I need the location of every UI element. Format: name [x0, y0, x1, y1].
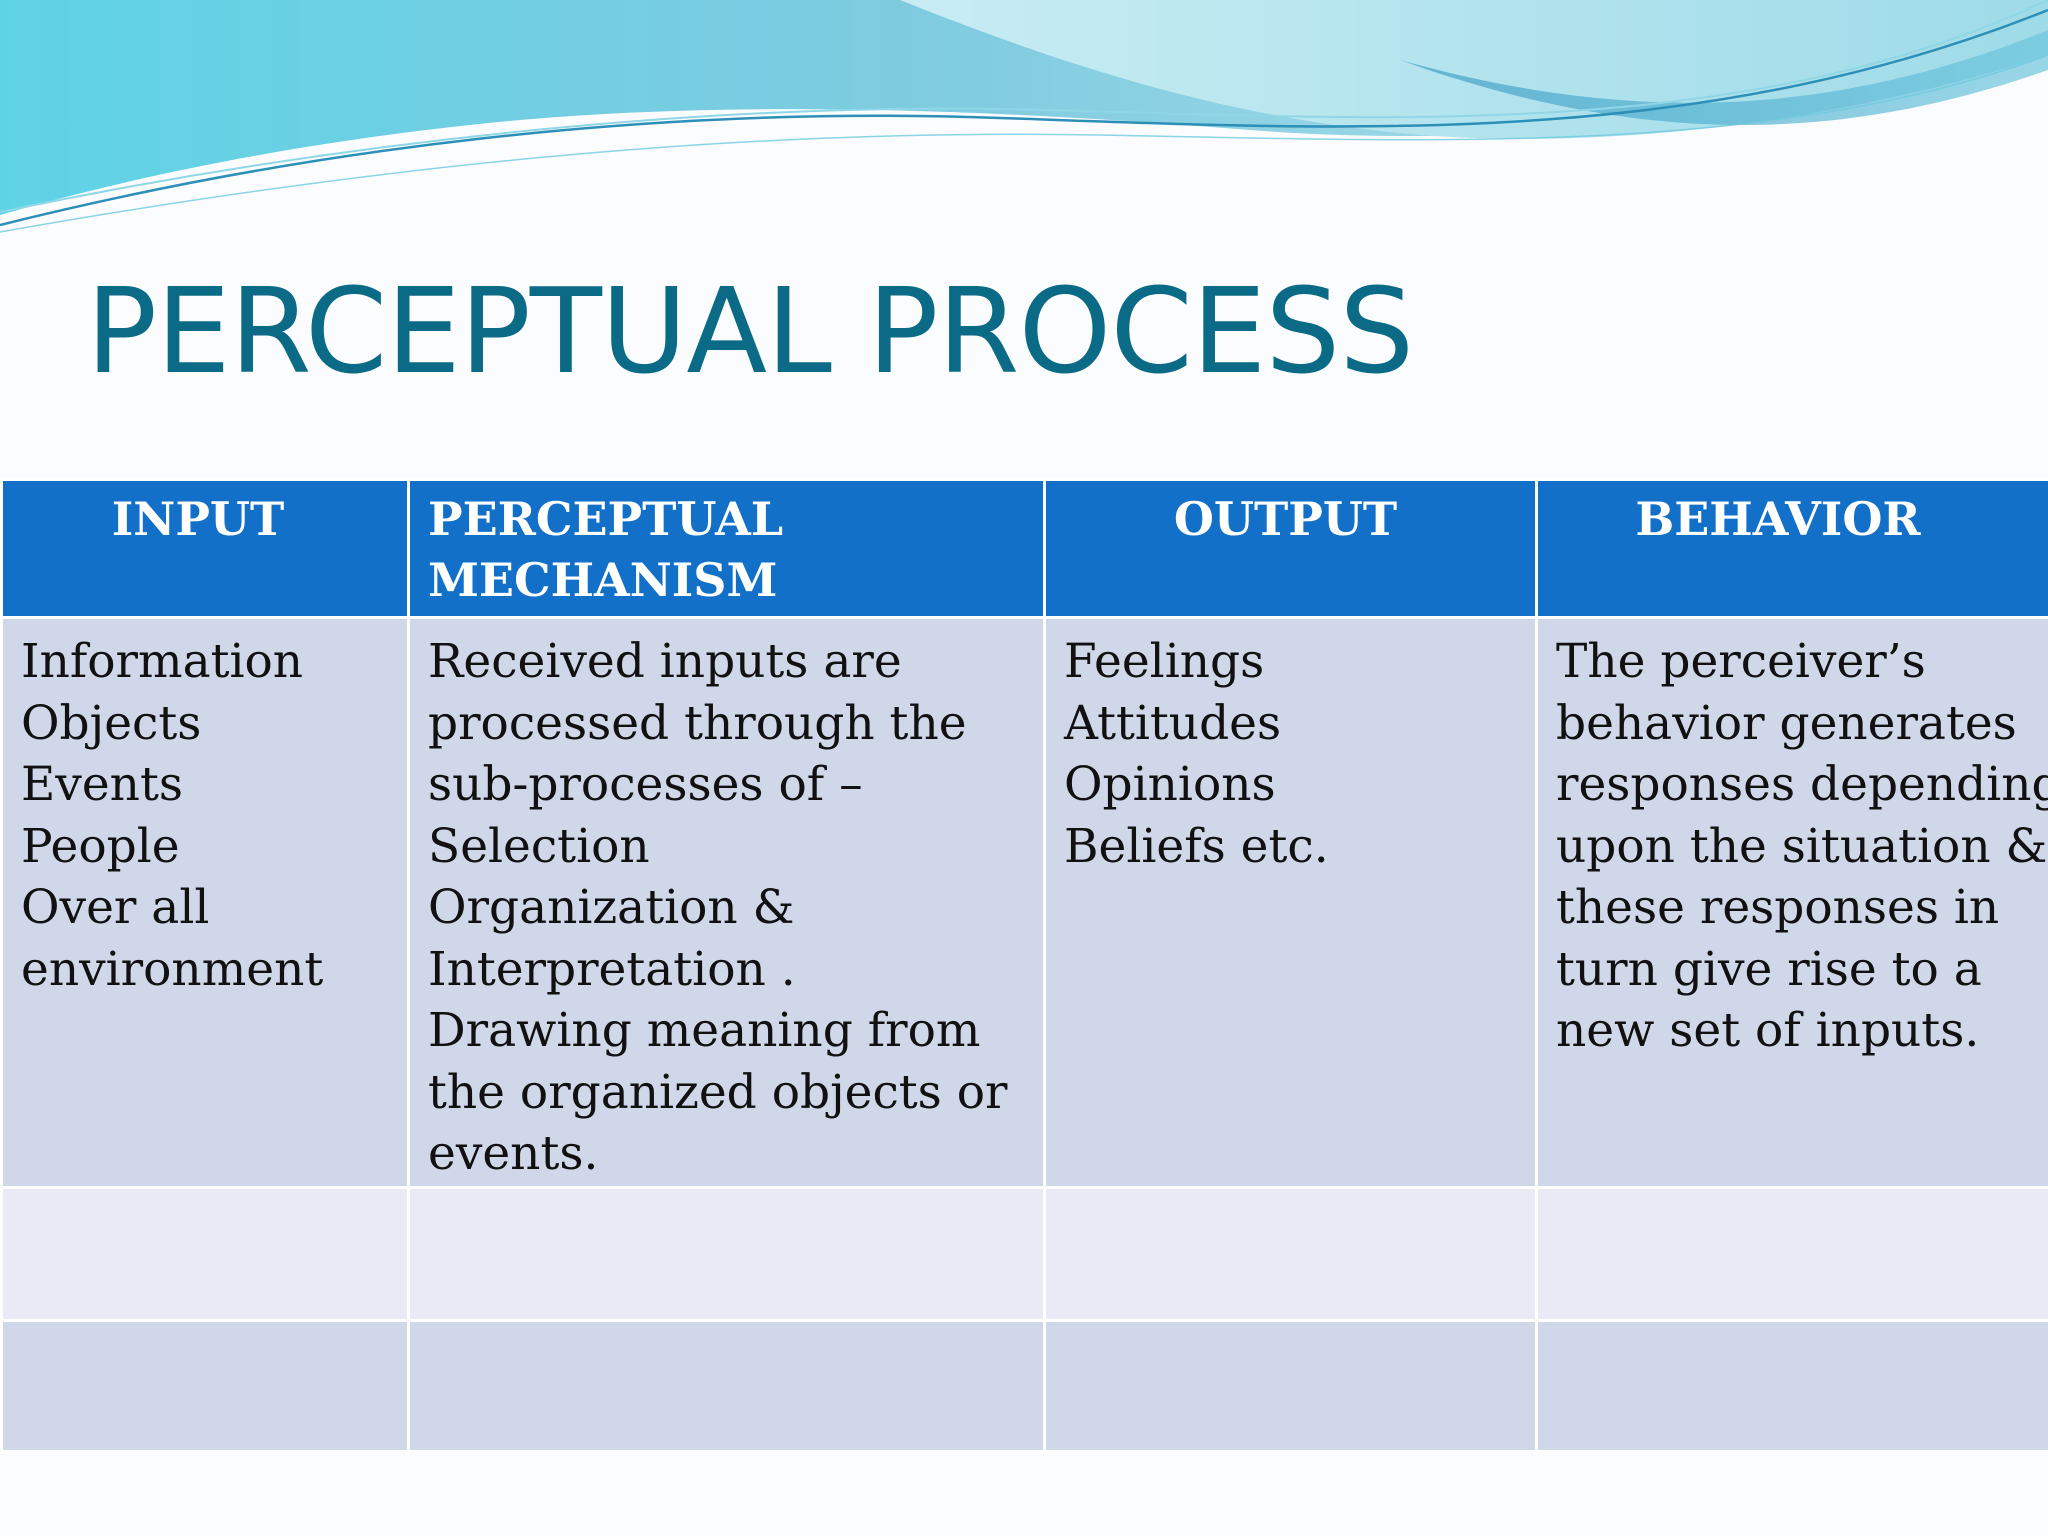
header-behavior: BEHAVIOR	[1535, 478, 2048, 619]
input-item: Events	[21, 757, 183, 812]
output-item: Beliefs etc.	[1064, 818, 1329, 874]
empty-cell	[1535, 1319, 2048, 1453]
perceptual-process-table: INPUT PERCEPTUAL MECHANISM OUTPUT BEHAVI…	[0, 478, 2048, 1453]
behavior-line: these responses in	[1556, 880, 2000, 935]
mechanism-line: Interpretation .	[428, 941, 796, 997]
cell-output: Feelings Attitudes Opinions Beliefs etc.	[1043, 616, 1538, 1189]
behavior-line: upon the situation &	[1556, 818, 2048, 874]
header-input: INPUT	[0, 478, 410, 619]
header-perceptual-mechanism: PERCEPTUAL MECHANISM	[407, 478, 1046, 619]
input-list: Information Objects Events People Over a…	[21, 631, 407, 1000]
decorative-wave-header	[0, 0, 2048, 233]
mechanism-line: Received inputs are	[428, 634, 902, 689]
cell-perceptual-mechanism: Received inputs are processed through th…	[407, 616, 1046, 1189]
empty-cell	[1043, 1186, 1538, 1322]
behavior-line: The perceiver’s	[1556, 634, 1926, 689]
output-item: Feelings	[1064, 634, 1265, 689]
behavior-text: The perceiver’s behavior generates respo…	[1556, 631, 2048, 1062]
behavior-line: responses depending	[1556, 757, 2048, 812]
empty-cell	[1043, 1319, 1538, 1453]
input-item: Objects	[21, 695, 202, 751]
output-item: Attitudes	[1064, 695, 1282, 751]
output-list: Feelings Attitudes Opinions Beliefs etc.	[1064, 631, 1535, 877]
header-mechanism-line-1: PERCEPTUAL	[428, 492, 784, 546]
mechanism-line: sub-processes of –	[428, 757, 863, 812]
wave-line-2	[0, 0, 2048, 213]
table-row-empty	[0, 1186, 2048, 1322]
empty-cell	[407, 1186, 1046, 1322]
header-mechanism-line-2: MECHANISM	[428, 553, 778, 607]
cell-input: Information Objects Events People Over a…	[0, 616, 410, 1189]
table-row-content: Information Objects Events People Over a…	[0, 616, 2048, 1189]
input-item: People	[21, 818, 180, 874]
mechanism-line: Organization &	[428, 880, 795, 935]
mechanism-line: Selection	[428, 818, 650, 874]
empty-cell	[0, 1319, 410, 1453]
input-item: Over all	[21, 880, 210, 935]
mechanism-line: the organized objects or	[428, 1064, 1008, 1120]
input-item: environment	[21, 941, 324, 997]
empty-cell	[0, 1186, 410, 1322]
behavior-line: behavior generates	[1556, 695, 2017, 751]
mechanism-line: processed through the	[428, 695, 967, 751]
wave-line-1	[0, 8, 2048, 227]
output-item: Opinions	[1064, 757, 1276, 812]
slide-title: PERCEPTUAL PROCESS	[86, 262, 1414, 400]
table-header-row: INPUT PERCEPTUAL MECHANISM OUTPUT BEHAVI…	[0, 478, 2048, 619]
empty-cell	[407, 1319, 1046, 1453]
behavior-line: turn give rise to a	[1556, 941, 1982, 997]
wave-line-3	[0, 54, 2048, 233]
mechanism-line: events.	[428, 1126, 599, 1181]
behavior-line: new set of inputs.	[1556, 1003, 1980, 1058]
mechanism-text: Received inputs are processed through th…	[428, 631, 1043, 1185]
input-item: Information	[21, 634, 304, 689]
table-row-empty	[0, 1319, 2048, 1453]
header-output: OUTPUT	[1043, 478, 1538, 619]
empty-cell	[1535, 1186, 2048, 1322]
mechanism-line: Drawing meaning from	[428, 1003, 981, 1058]
cell-behavior: The perceiver’s behavior generates respo…	[1535, 616, 2048, 1189]
